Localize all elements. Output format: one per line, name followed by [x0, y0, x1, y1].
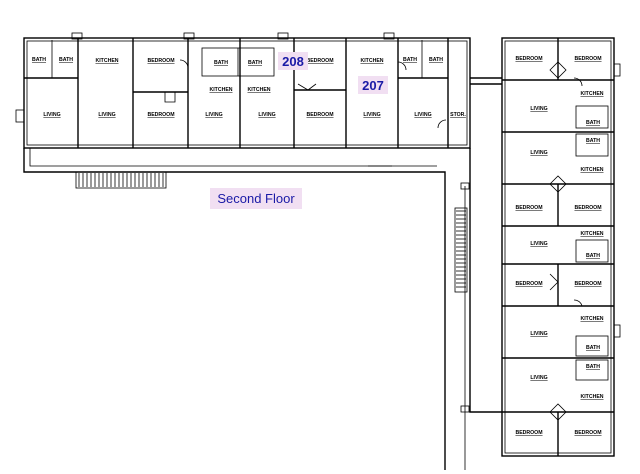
- label-kitchen: KITCHEN: [360, 58, 383, 64]
- unit-number: 208: [282, 54, 304, 69]
- label-kitchen: KITCHEN: [209, 87, 232, 93]
- label-kitchen: KITCHEN: [580, 167, 603, 173]
- label-bedroom: BEDROOM: [515, 430, 542, 436]
- label-bath: BATH: [248, 60, 262, 66]
- label-bedroom: BEDROOM: [147, 58, 174, 64]
- label-living: LIVING: [43, 112, 60, 118]
- label-living: LIVING: [363, 112, 380, 118]
- label-bedroom: BEDROOM: [574, 205, 601, 211]
- label-bedroom: BEDROOM: [515, 205, 542, 211]
- label-living: LIVING: [414, 112, 431, 118]
- label-bath: BATH: [586, 120, 600, 126]
- label-bedroom: BEDROOM: [306, 58, 333, 64]
- label-bath: BATH: [32, 57, 46, 63]
- label-kitchen: KITCHEN: [580, 91, 603, 97]
- label-kitchen: KITCHEN: [95, 58, 118, 64]
- label-living: LIVING: [530, 375, 547, 381]
- label-bath: BATH: [586, 364, 600, 370]
- floor-title-tag: Second Floor: [210, 188, 302, 209]
- label-bedroom: BEDROOM: [515, 56, 542, 62]
- label-kitchen: KITCHEN: [247, 87, 270, 93]
- floor-title: Second Floor: [217, 191, 295, 206]
- label-bath: BATH: [403, 57, 417, 63]
- unit-number: 207: [362, 78, 384, 93]
- label-living: LIVING: [530, 106, 547, 112]
- label-bath: BATH: [586, 345, 600, 351]
- label-bath: BATH: [586, 253, 600, 259]
- label-bath: BATH: [59, 57, 73, 63]
- label-living: LIVING: [205, 112, 222, 118]
- label-bedroom: BEDROOM: [147, 112, 174, 118]
- label-bedroom: BEDROOM: [574, 430, 601, 436]
- side-stairs: [454, 207, 468, 293]
- label-bath: BATH: [429, 57, 443, 63]
- label-bath: BATH: [586, 138, 600, 144]
- label-kitchen: KITCHEN: [580, 394, 603, 400]
- label-living: LIVING: [530, 150, 547, 156]
- label-living: LIVING: [530, 241, 547, 247]
- label-bedroom: BEDROOM: [306, 112, 333, 118]
- label-bedroom: BEDROOM: [574, 56, 601, 62]
- label-bedroom: BEDROOM: [574, 281, 601, 287]
- label-stor: STOR.: [450, 112, 466, 118]
- label-kitchen: KITCHEN: [580, 231, 603, 237]
- room-labels: BATH BATH LIVING KITCHEN LIVING BEDROOM …: [32, 56, 604, 436]
- front-stairs: [75, 171, 167, 189]
- unit-tag-207[interactable]: 207: [358, 76, 388, 94]
- label-bath: BATH: [214, 60, 228, 66]
- label-bedroom: BEDROOM: [515, 281, 542, 287]
- label-living: LIVING: [258, 112, 275, 118]
- label-living: LIVING: [530, 331, 547, 337]
- label-kitchen: KITCHEN: [580, 316, 603, 322]
- east-wing: [454, 37, 621, 470]
- unit-tag-208[interactable]: 208: [278, 52, 308, 70]
- north-wing: [15, 32, 471, 470]
- label-living: LIVING: [98, 112, 115, 118]
